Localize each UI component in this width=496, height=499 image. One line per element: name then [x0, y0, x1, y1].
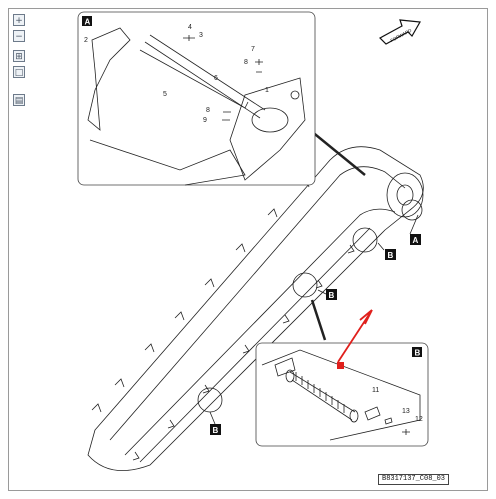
inset-b-tag: B	[415, 349, 421, 358]
detail-circle-b3	[197, 387, 223, 413]
viewer-toolbar: + − ⊞ □ ▤	[13, 14, 31, 110]
inset-b-panel: B 11 12 13	[255, 309, 429, 447]
callout-5: 5	[163, 91, 167, 98]
conveyor-belt-line	[124, 208, 396, 456]
callout-8-lower: 8	[206, 107, 210, 114]
highlight-arrow	[337, 309, 373, 363]
callout-1: 1	[265, 87, 269, 94]
callout-8-upper: 8	[244, 59, 248, 66]
callout-3: 3	[199, 32, 203, 39]
conveyor-outline	[87, 146, 424, 471]
view-tag-b2: B	[329, 291, 335, 300]
callout-13: 13	[402, 408, 410, 415]
inset-b-callouts: 11 12 13	[372, 387, 423, 423]
conveyor-belt-line-2	[139, 227, 371, 463]
view-tag-a: A	[413, 236, 419, 245]
zoom-out-button[interactable]: −	[13, 30, 25, 42]
detail-circle-head	[401, 199, 423, 221]
head-pulley	[386, 172, 424, 218]
view-tag-b1: B	[388, 251, 394, 260]
callout-12: 12	[415, 416, 423, 423]
detail-circle-b1	[352, 227, 378, 253]
inset-a-callouts: 2 3 4 5 6 7 8 1 8 9	[84, 24, 269, 124]
conveyor-inner-edge	[109, 166, 406, 441]
direction-arrow: FORWARD	[379, 19, 421, 45]
callout-7: 7	[251, 46, 255, 53]
zoom-in-button[interactable]: +	[13, 14, 25, 26]
callout-9: 9	[203, 117, 207, 124]
callout-11: 11	[372, 387, 379, 394]
detail-circle-b2	[292, 272, 318, 298]
inset-a-panel: A 2 3 4 5 6 7 8 1 8 9	[77, 11, 316, 186]
drawing-reference: B8317137_C08_03	[378, 474, 450, 485]
inset-a-tag: A	[85, 18, 91, 27]
print-button[interactable]: ▤	[13, 94, 25, 106]
main-view-tags: A B B B	[210, 234, 421, 435]
highlighted-part-marker	[337, 362, 344, 369]
view-tag-b3: B	[213, 426, 219, 435]
fit-page-button[interactable]: ⊞	[13, 50, 25, 62]
callout-2: 2	[84, 37, 88, 44]
fit-width-button[interactable]: □	[13, 66, 25, 78]
callout-4: 4	[188, 24, 192, 31]
callout-6: 6	[214, 75, 218, 82]
